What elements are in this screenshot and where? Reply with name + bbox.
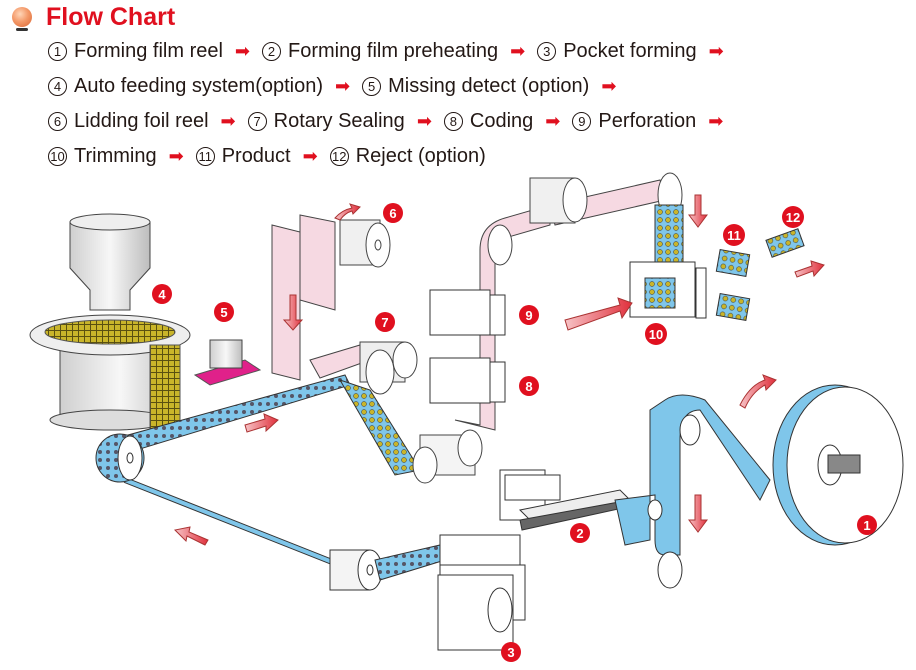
step-number: 5 <box>362 77 382 96</box>
step-line-4: 10 Trimming ➡ 11 Product ➡ 12 Reject (option) <box>48 139 736 174</box>
arrow-right-icon: ➡ <box>220 111 236 131</box>
forming-film-reel <box>614 384 904 589</box>
svg-text:10: 10 <box>649 327 663 342</box>
step-list: 1 Forming film reel ➡ 2 Forming film prehea… <box>48 34 736 174</box>
arrow-right-icon <box>244 413 279 433</box>
step-number: 8 <box>443 112 463 131</box>
svg-text:7: 7 <box>381 315 388 330</box>
step-number: 7 <box>247 112 267 131</box>
auto-feeder <box>29 213 191 431</box>
trimming-station <box>564 204 805 331</box>
arrow-curve-icon <box>334 203 361 221</box>
step-number: 11 <box>195 147 215 166</box>
bulb-icon <box>12 7 32 31</box>
badge-9: 9 <box>519 305 539 325</box>
arrow-right-icon: ➡ <box>510 41 526 61</box>
arrow-right-icon: ➡ <box>601 76 617 96</box>
svg-text:4: 4 <box>158 287 166 302</box>
svg-text:11: 11 <box>727 228 741 243</box>
svg-text:12: 12 <box>786 210 800 225</box>
step-number: 6 <box>48 112 67 131</box>
step-label: Trimming <box>74 145 157 167</box>
badge-12: 12 <box>782 206 804 228</box>
arrow-right-icon: ➡ <box>708 111 724 131</box>
step-number: 12 <box>329 147 349 166</box>
arrow-right-icon: ➡ <box>416 111 432 131</box>
flow-arrows <box>173 194 825 546</box>
step-line-1: 1 Forming film reel ➡ 2 Forming film prehea… <box>48 34 736 69</box>
arrow-down-icon <box>688 194 708 228</box>
step-label: Rotary Sealing <box>273 110 405 132</box>
step-label: Product <box>221 145 291 167</box>
step-number: 4 <box>48 77 67 96</box>
step-label: Forming film reel <box>74 40 223 62</box>
arrow-down-icon <box>688 494 708 533</box>
badge-6: 6 <box>383 203 403 223</box>
step-line-2: 4 Auto feeding system(option) ➡ 5 Missing d… <box>48 69 736 104</box>
coding-perforation-station <box>429 172 683 431</box>
badge-3: 3 <box>501 642 521 662</box>
machine-diagram: 1 2 3 4 5 6 7 8 9 10 11 12 <box>29 172 904 662</box>
page-title: Flow Chart <box>46 2 176 31</box>
badge-2: 2 <box>570 523 590 543</box>
arrow-right-icon: ➡ <box>302 146 318 166</box>
arrow-right-icon <box>794 260 825 278</box>
arrow-right-icon: ➡ <box>234 41 251 61</box>
svg-text:2: 2 <box>576 526 583 541</box>
badge-11: 11 <box>723 224 745 246</box>
badge-4: 4 <box>152 284 172 304</box>
arrow-right-icon: ➡ <box>168 146 184 166</box>
svg-text:5: 5 <box>220 305 227 320</box>
arrow-down-icon <box>282 294 304 331</box>
svg-text:8: 8 <box>525 379 532 394</box>
arrow-curve-icon <box>739 374 777 409</box>
step-line-3: 6 Lidding foil reel ➡ 7 Rotary Sealing ➡ 8 Co… <box>48 104 736 139</box>
step-label: Pocket forming <box>563 40 697 62</box>
step-label: Auto feeding system(option) <box>74 75 324 97</box>
badge-5: 5 <box>214 302 234 322</box>
step-label: Forming film preheating <box>288 40 499 62</box>
step-number: 10 <box>48 147 67 166</box>
svg-text:9: 9 <box>525 308 532 323</box>
badge-8: 8 <box>519 376 539 396</box>
forming-film-web <box>95 374 446 591</box>
step-number: 2 <box>262 42 282 61</box>
step-number: 1 <box>48 42 67 61</box>
arrow-right-icon: ➡ <box>335 76 351 96</box>
lidding-foil-web <box>271 214 391 381</box>
step-label: Coding <box>469 110 534 132</box>
step-label: Lidding foil reel <box>74 110 209 132</box>
step-number: 3 <box>537 42 557 61</box>
step-label: Reject (option) <box>355 145 486 167</box>
svg-text:3: 3 <box>507 645 514 660</box>
badge-1: 1 <box>857 515 877 535</box>
header: Flow Chart <box>12 2 175 32</box>
arrow-right-icon: ➡ <box>708 41 724 61</box>
missing-detector <box>193 339 262 386</box>
badge-10: 10 <box>645 323 667 345</box>
arrow-left-icon <box>173 526 209 546</box>
step-label: Missing detect (option) <box>388 75 590 97</box>
badge-7: 7 <box>375 312 395 332</box>
svg-text:1: 1 <box>863 518 870 533</box>
step-number: 9 <box>572 112 592 131</box>
step-badges: 1 2 3 4 5 6 7 8 9 10 11 12 <box>152 203 877 662</box>
step-label: Perforation <box>598 110 697 132</box>
svg-text:6: 6 <box>389 206 396 221</box>
forming-station <box>437 469 633 651</box>
rotary-sealer <box>338 341 483 484</box>
arrow-right-icon: ➡ <box>545 111 561 131</box>
